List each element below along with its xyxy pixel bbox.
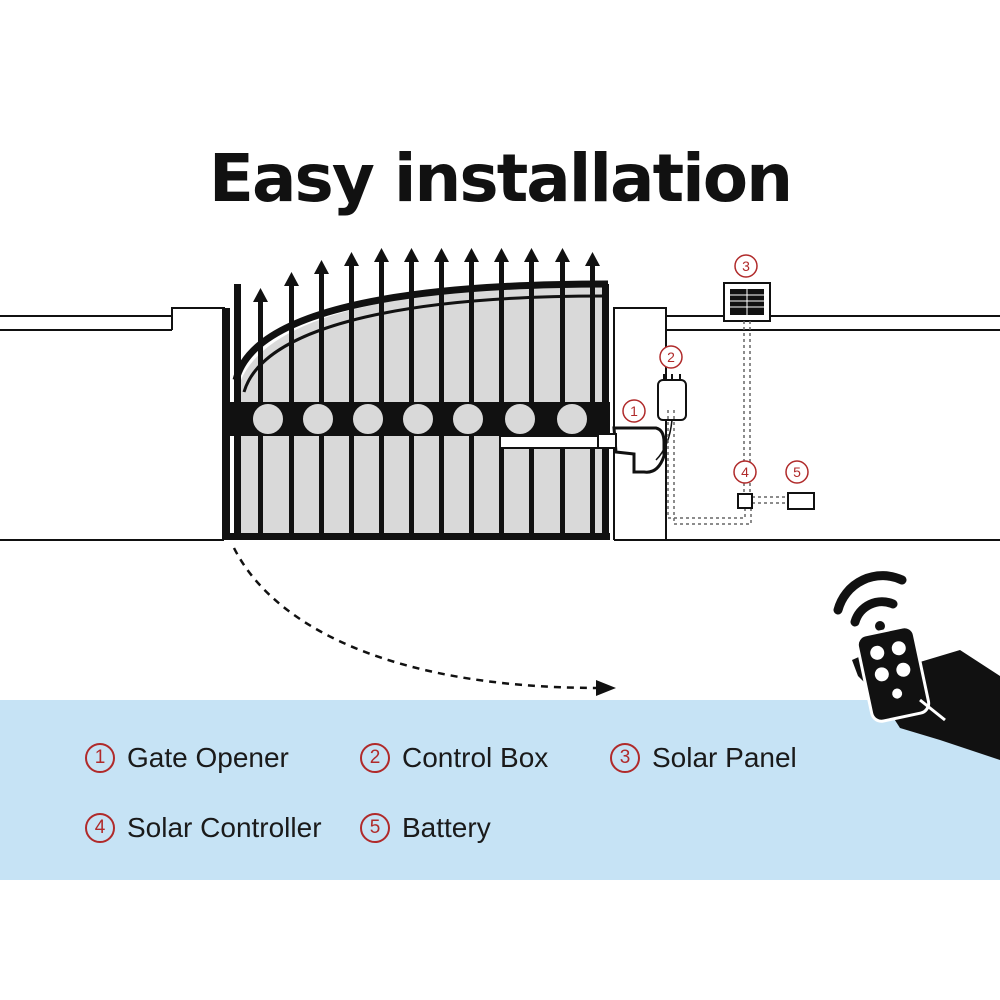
gate-ring bbox=[555, 402, 589, 436]
wiring bbox=[667, 321, 790, 525]
legend-band bbox=[0, 700, 1000, 880]
gate-spear-tip bbox=[314, 260, 329, 274]
marker-5: 5 bbox=[785, 460, 809, 484]
gate-spear-tip bbox=[555, 248, 570, 262]
marker-2: 2 bbox=[659, 345, 683, 369]
svg-text:5: 5 bbox=[793, 464, 801, 480]
legend-label: Battery bbox=[402, 812, 491, 843]
legend-number: 2 bbox=[360, 743, 390, 773]
gate-spear-tip bbox=[404, 248, 419, 262]
legend-item-solar-panel: 3 Solar Panel bbox=[610, 742, 797, 774]
legend-item-battery: 5 Battery bbox=[360, 812, 491, 844]
gate-opener bbox=[597, 426, 666, 474]
gate-ring bbox=[251, 402, 285, 436]
gate-bar bbox=[439, 260, 444, 538]
control-box bbox=[655, 374, 687, 461]
dashed-swing-arrow bbox=[232, 547, 616, 696]
gate-bar bbox=[560, 260, 565, 538]
gate-ring bbox=[451, 402, 485, 436]
gate bbox=[230, 248, 611, 540]
legend-label: Solar Panel bbox=[652, 742, 797, 773]
left-wall bbox=[0, 307, 225, 541]
page-title: Easy installation bbox=[208, 140, 793, 217]
gate-bar bbox=[379, 260, 384, 538]
legend: 1 Gate Opener 2 Control Box 3 Solar Pane… bbox=[0, 700, 1000, 880]
svg-text:4: 4 bbox=[741, 464, 749, 480]
gate-bar bbox=[289, 284, 294, 538]
gate-spear-tip bbox=[585, 252, 600, 266]
legend-item-gate-opener: 1 Gate Opener bbox=[85, 742, 289, 774]
gate-bar bbox=[529, 260, 534, 538]
gate-bar bbox=[409, 260, 414, 538]
svg-text:1: 1 bbox=[630, 403, 638, 419]
gate-spear-tip bbox=[374, 248, 389, 262]
gate-ring bbox=[503, 402, 537, 436]
legend-number: 1 bbox=[85, 743, 115, 773]
legend-number: 3 bbox=[610, 743, 640, 773]
gate-spear-tip bbox=[434, 248, 449, 262]
legend-number: 4 bbox=[85, 813, 115, 843]
gate-ring bbox=[351, 402, 385, 436]
gate-rings bbox=[251, 402, 589, 436]
gate-ring bbox=[301, 402, 335, 436]
legend-label: Solar Controller bbox=[127, 812, 322, 843]
marker-1: 1 bbox=[622, 399, 646, 423]
legend-item-solar-controller: 4 Solar Controller bbox=[85, 812, 322, 844]
hand-remote-icon bbox=[852, 625, 1000, 760]
gate-ring bbox=[401, 402, 435, 436]
gate-spear-tip bbox=[524, 248, 539, 262]
marker-3: 3 bbox=[734, 254, 758, 278]
legend-number: 5 bbox=[360, 813, 390, 843]
legend-label: Gate Opener bbox=[127, 742, 289, 773]
solar-controller bbox=[737, 493, 753, 509]
gate-bar bbox=[590, 264, 595, 538]
battery bbox=[787, 492, 815, 510]
gate-bar bbox=[349, 264, 354, 538]
gate-spear-tip bbox=[253, 288, 268, 302]
gate-spear-tip bbox=[284, 272, 299, 286]
gate-spear-tip bbox=[344, 252, 359, 266]
legend-label: Control Box bbox=[402, 742, 549, 773]
svg-text:3: 3 bbox=[742, 258, 750, 274]
legend-item-control-box: 2 Control Box bbox=[360, 742, 548, 774]
gate-bar bbox=[469, 260, 474, 538]
left-gate-post bbox=[222, 308, 230, 540]
right-wall bbox=[613, 307, 1000, 541]
gate-bar bbox=[499, 260, 504, 538]
solar-panel bbox=[723, 282, 771, 322]
gate-spear-tip bbox=[464, 248, 479, 262]
svg-text:2: 2 bbox=[667, 349, 675, 365]
gate-spear-tip bbox=[494, 248, 509, 262]
marker-4: 4 bbox=[733, 460, 757, 484]
wifi-signal-icon bbox=[833, 571, 907, 631]
